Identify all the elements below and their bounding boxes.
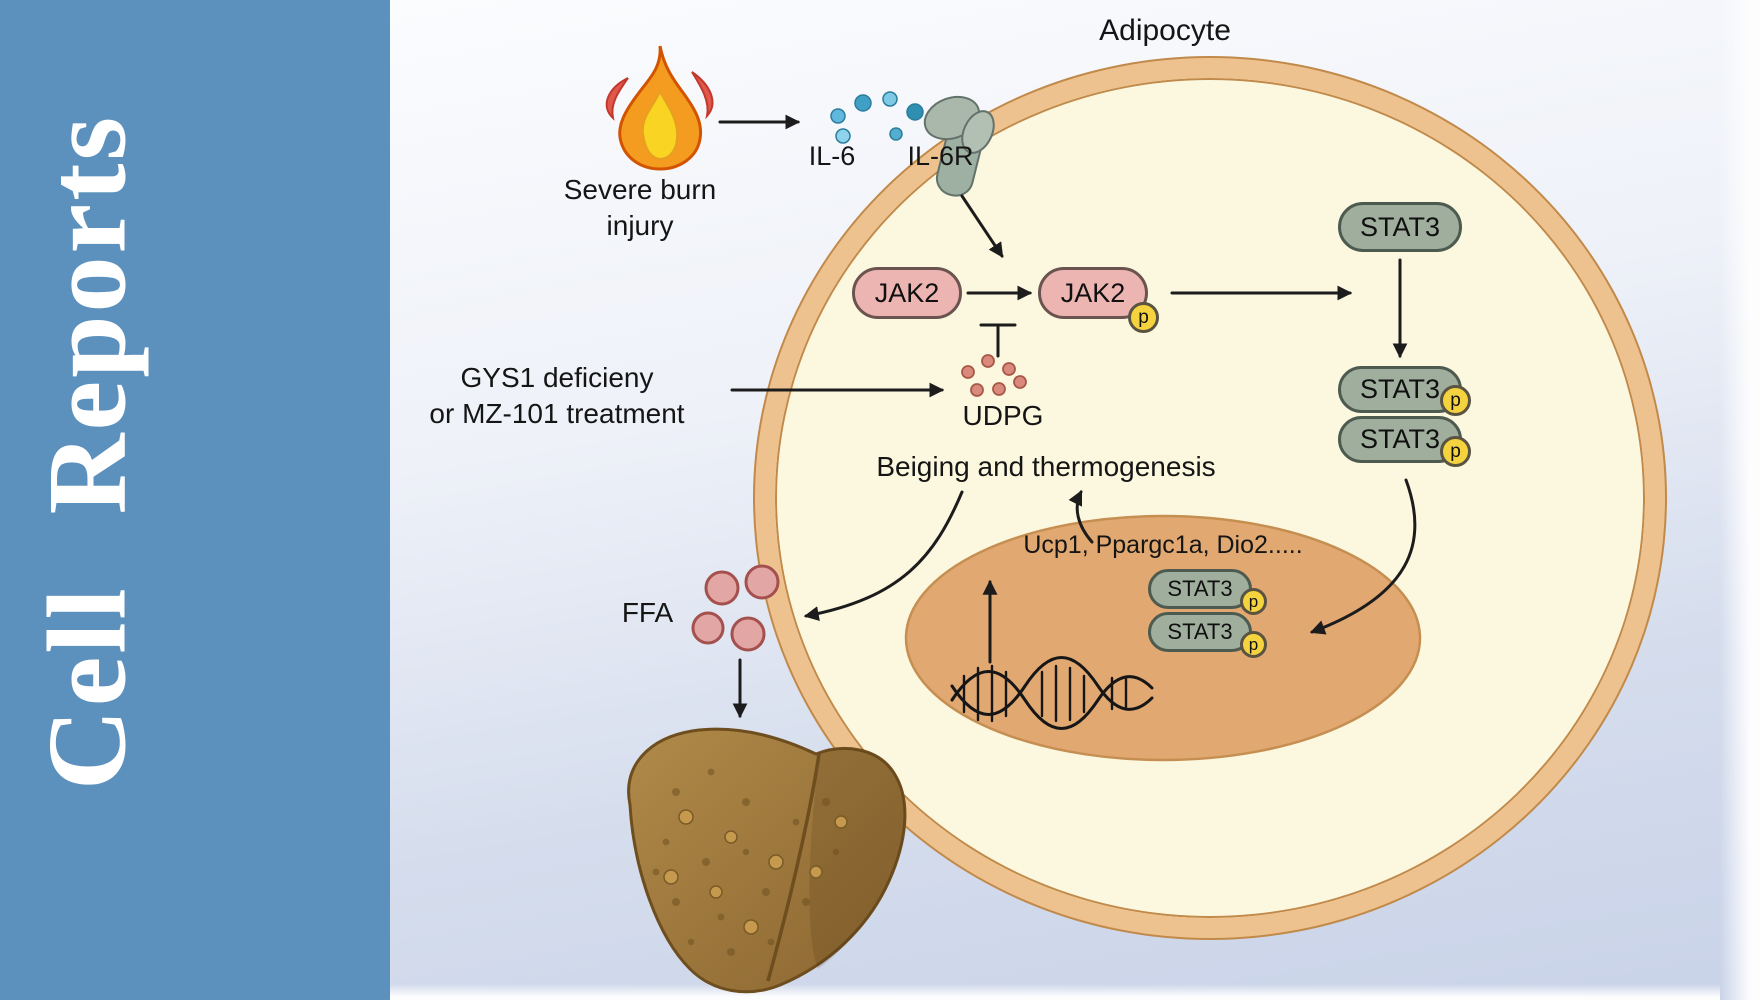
phospho-badge-jak2: p (1128, 302, 1159, 333)
gys1-treatment-label: GYS1 deficieny or MZ-101 treatment (429, 362, 685, 429)
il6r-label: IL-6R (907, 141, 974, 171)
phospho-badge-nuclear-1: p (1240, 588, 1267, 615)
il6-label: IL-6 (808, 141, 856, 171)
target-genes-label: Ucp1, Ppargc1a, Dio2..... (1023, 531, 1303, 559)
phospho-badge-stat3-2: p (1440, 436, 1471, 467)
journal-title: Cell Reports (25, 113, 150, 791)
adipocyte-label: Adipocyte (1099, 14, 1231, 47)
stat3-nuclear-node-1: STAT3 (1148, 569, 1252, 609)
jak2-node: JAK2 (852, 267, 962, 319)
ffa-label: FFA (621, 597, 674, 628)
phospho-badge-nuclear-2: p (1240, 631, 1267, 658)
stat3-phospho-node-1: STAT3 (1338, 366, 1462, 413)
journal-sidebar: Cell Reports (0, 0, 390, 1000)
severe-burn-label: Severe burn injury (563, 174, 717, 241)
stat3-nuclear-node-2: STAT3 (1148, 612, 1252, 652)
adipocyte-cell-membrane (755, 58, 1665, 938)
udpg-label: UDPG (962, 400, 1044, 431)
phospho-badge-stat3-1: p (1440, 385, 1471, 416)
beiging-label: Beiging and thermogenesis (876, 451, 1216, 482)
stat3-node: STAT3 (1338, 202, 1462, 252)
